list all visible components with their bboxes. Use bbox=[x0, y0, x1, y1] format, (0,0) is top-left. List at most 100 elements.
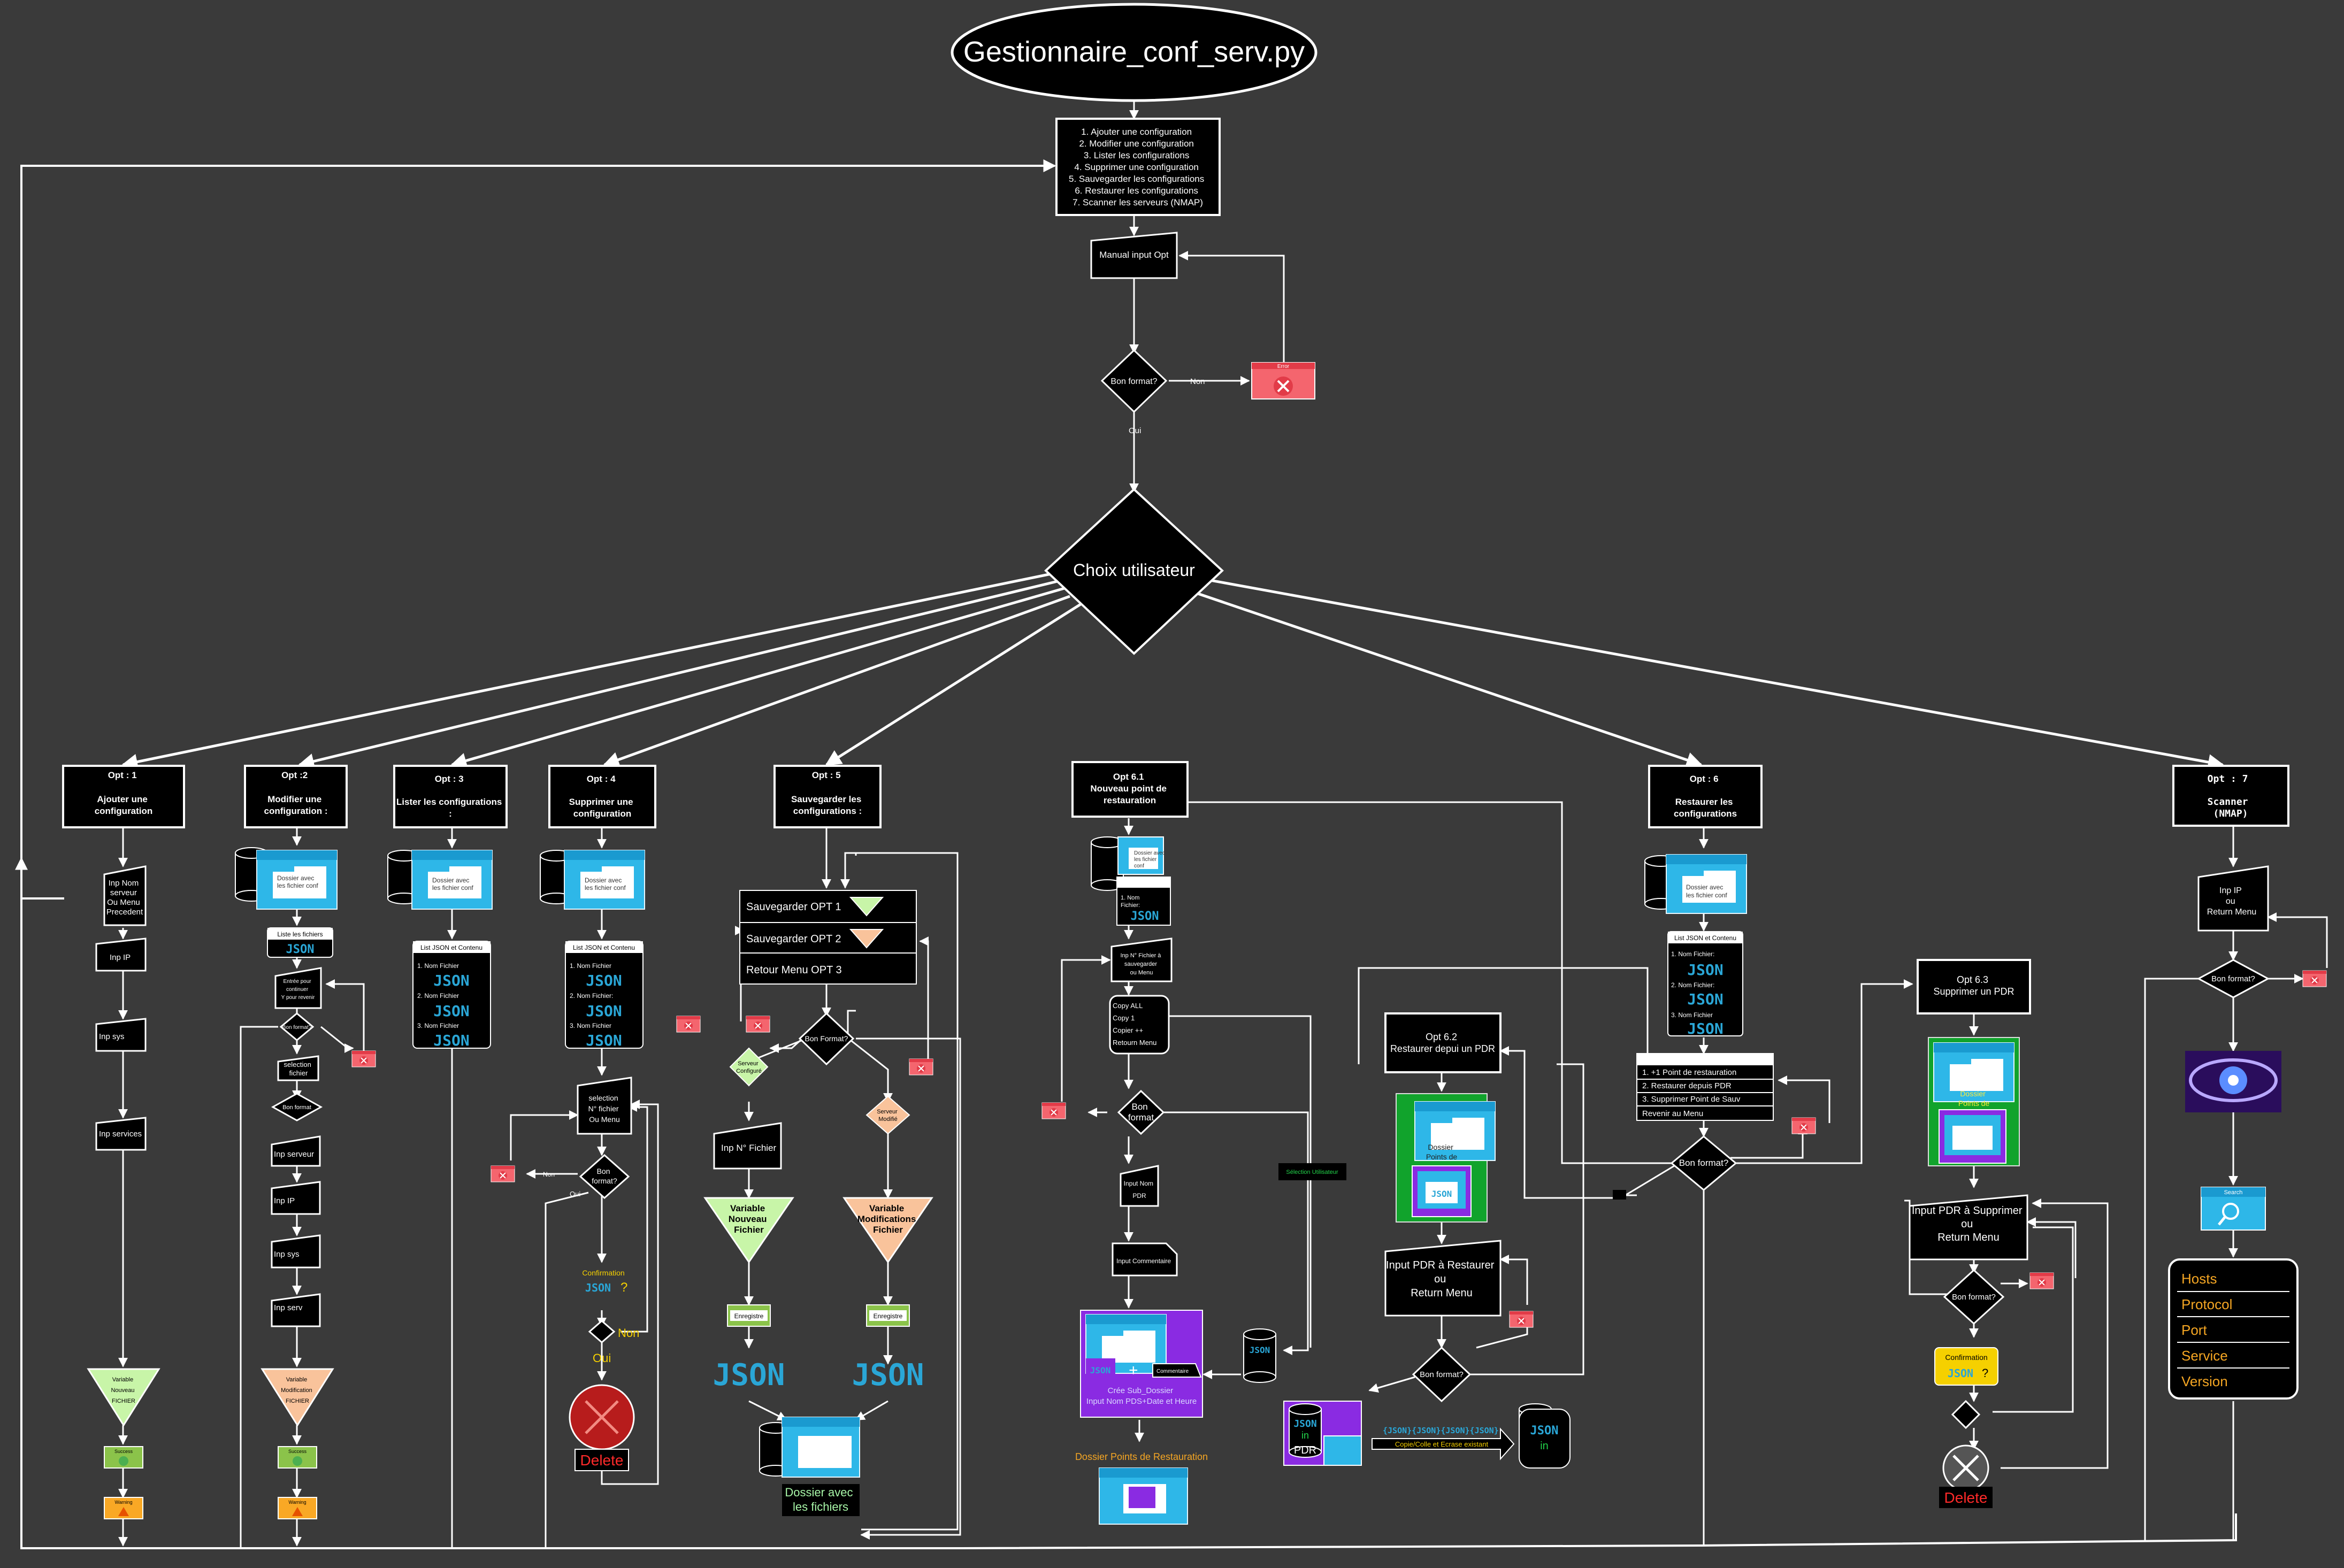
opt5-var-new-3: Fichier bbox=[734, 1225, 764, 1235]
opt62-input-3: Return Menu bbox=[1411, 1287, 1473, 1299]
opt6-file-3: 3. Nom Fichier bbox=[1671, 1011, 1713, 1019]
opt61-file-1: 1. Nom bbox=[1121, 895, 1139, 901]
error-box-main: Error bbox=[1251, 362, 1315, 399]
opt4-json-confirm: JSON bbox=[585, 1281, 611, 1294]
svg-text:Opt : 3 Lister les confi: Opt : 3 Lister les configurations : bbox=[396, 774, 504, 819]
opt1-inp-sys: Inp sys bbox=[99, 1032, 125, 1041]
opt6-header-2: Restaurer les bbox=[1675, 797, 1733, 807]
svg-text:Dossier avec les fichier: Dossier avec les fichier conf bbox=[1686, 883, 1727, 899]
opt63-delete: Delete bbox=[1944, 1489, 1988, 1506]
opt7-header-1: Opt : 7 bbox=[2208, 773, 2248, 785]
opt63-input-1: Input PDR à Supprimer bbox=[1912, 1205, 2023, 1217]
opt63-folder-1: Dossier bbox=[1960, 1089, 1986, 1098]
svg-text:Variable Modification: Variable Modification FICHIER bbox=[281, 1377, 314, 1404]
svg-text:?: ? bbox=[621, 1280, 627, 1295]
check-icon bbox=[119, 1456, 128, 1466]
opt6-menu-4[interactable]: Revenir au Menu bbox=[1642, 1109, 1703, 1118]
opt6-menu-1[interactable]: 1. +1 Point de restauration bbox=[1642, 1068, 1736, 1077]
opt2-sel-1: selection bbox=[284, 1060, 311, 1069]
choice-diamond: Choix utilisateur bbox=[1044, 488, 1224, 655]
opt2-cont-2: continuer bbox=[286, 987, 309, 993]
opt61-inp-2: sauvegarder bbox=[1124, 961, 1157, 967]
svg-text:selection N° fichier: selection N° fichier Ou Menu bbox=[588, 1094, 621, 1124]
opt63-input-2: ou bbox=[1961, 1218, 1973, 1230]
opt61-json-db: JSON bbox=[1250, 1345, 1270, 1355]
opt61-json: JSON bbox=[1131, 910, 1159, 923]
svg-text:Opt 6.1 Nouveau point de: Opt 6.1 Nouveau point de restauration bbox=[1090, 772, 1169, 805]
opt61-create-1: Crée Sub_Dossier bbox=[1108, 1386, 1174, 1395]
opt7-inp-2: ou bbox=[2226, 897, 2235, 906]
opt5-srv-cfg-1: Serveur bbox=[738, 1060, 759, 1067]
opt6-menu-2[interactable]: 2. Restaurer depuis PDR bbox=[1642, 1081, 1732, 1090]
opt2-folder-2: les fichier conf bbox=[277, 882, 318, 889]
opt5-menu-3[interactable]: Retour Menu OPT 3 bbox=[746, 964, 842, 976]
opt2-folder-1: Dossier avec bbox=[277, 874, 314, 882]
opt62-pdr: PDR bbox=[1294, 1444, 1316, 1456]
opt2-cont-1: Entrée pour bbox=[283, 979, 311, 985]
opt4-header-2: Supprimer une bbox=[569, 797, 633, 807]
opt5-menu-1[interactable]: Sauvegarder OPT 1 bbox=[746, 901, 841, 913]
opt6-json-1: JSON bbox=[1687, 961, 1723, 979]
opt61-header-3: restauration bbox=[1104, 795, 1156, 805]
svg-text:Inp Nom serveur Ou: Inp Nom serveur Ou Menu Precedent bbox=[106, 879, 143, 917]
opt6-list-title: List JSON et Contenu bbox=[1674, 934, 1736, 942]
opt6-file-1: 1. Nom Fichier: bbox=[1671, 950, 1714, 958]
opt62-folder-1: Dossier bbox=[1428, 1143, 1453, 1151]
opt61-copy-3: Copier ++ bbox=[1113, 1026, 1143, 1034]
opt5-srv-mod-1: Serveur bbox=[877, 1109, 898, 1115]
opt63-header-2: Supprimer un PDR bbox=[1933, 986, 2014, 997]
svg-text:Inp IP ou Return M: Inp IP ou Return Menu bbox=[2207, 886, 2257, 917]
opt1-var-2: Nouveau bbox=[111, 1387, 134, 1394]
opt61-copy-1: Copy ALL bbox=[1113, 1002, 1143, 1010]
opt5-menu-2[interactable]: Sauvegarder OPT 2 bbox=[746, 933, 841, 945]
opt61-selection-utilisateur: Sélection Utilisateur bbox=[1286, 1169, 1338, 1175]
opt7-result-version: Version bbox=[2181, 1373, 2228, 1389]
svg-text:Dossier avec les fichier: Dossier avec les fichiers bbox=[785, 1486, 856, 1513]
opt6-file-2: 2. Nom Fichier: bbox=[1671, 981, 1714, 989]
opt1-column: Opt : 1 Ajouter une configuration Inp No… bbox=[62, 765, 185, 1519]
opt2-column: Opt :2 Modifier une configuration : Doss… bbox=[235, 765, 376, 1519]
error-label: Error bbox=[1277, 364, 1290, 370]
svg-text:Hosts Protocol Por: Hosts Protocol Port Service Version bbox=[2181, 1271, 2236, 1389]
svg-text:?: ? bbox=[1982, 1366, 1988, 1380]
opt7-header-3: (NMAP) bbox=[2213, 808, 2248, 819]
opt62-header-1: Opt 6.2 bbox=[1426, 1032, 1457, 1042]
opt4-non-label: Non bbox=[543, 1171, 555, 1178]
opt4-confirmation: Confirmation bbox=[582, 1269, 624, 1277]
warning-icon bbox=[118, 1507, 129, 1516]
opt61-header-1: Opt 6.1 bbox=[1113, 772, 1144, 782]
opt7-result-port: Port bbox=[2181, 1322, 2207, 1338]
opt61-commentaire: Commentaire bbox=[1156, 1369, 1189, 1374]
opt2-cont-3: Y pour revenir bbox=[281, 995, 315, 1001]
svg-text:Dossier avec les fichier: Dossier avec les fichier conf bbox=[585, 877, 626, 891]
triangle-green-icon bbox=[849, 897, 884, 917]
opt1-var-1: Variable bbox=[112, 1377, 134, 1383]
opt61-bon-1: Bon bbox=[1132, 1102, 1148, 1112]
svg-text:Opt :2 Modifier une: Opt :2 Modifier une configuration : bbox=[264, 770, 328, 816]
opt61-inp-1: Inp N° Fichier à bbox=[1121, 952, 1162, 959]
opt61-column: Opt 6.1 Nouveau point de restauration Do… bbox=[1041, 761, 1346, 1525]
opt61-file-2: Fichier: bbox=[1121, 902, 1140, 909]
menu-item-2: 2. Modifier une configuration bbox=[1079, 139, 1194, 149]
search-icon bbox=[2222, 1203, 2239, 1220]
opt7-column: Opt : 7 Scanner (NMAP) Inp IP ou Return … bbox=[2168, 765, 2327, 1400]
opt6-header-3: configurations bbox=[1674, 809, 1737, 819]
svg-text:Inp N° Fichier à sauvega: Inp N° Fichier à sauvegarder ou Menu bbox=[1121, 952, 1163, 976]
opt5-folder-2: les fichiers bbox=[793, 1500, 848, 1513]
svg-text:Serveur Configuré: Serveur Configuré bbox=[736, 1060, 762, 1074]
opt61-folder-1: Dossier avec bbox=[1134, 850, 1165, 856]
opt1-inp-services: Inp services bbox=[99, 1129, 142, 1139]
svg-text:Crée Sub_Dossier Input N: Crée Sub_Dossier Input Nom PDS+Date et H… bbox=[1086, 1386, 1197, 1406]
opt62-header-2: Restaurer depui un PDR bbox=[1390, 1043, 1495, 1054]
opt6-folder-1: Dossier avec bbox=[1686, 883, 1723, 891]
opt7-result-hosts: Hosts bbox=[2181, 1271, 2217, 1287]
opt6-menu-3[interactable]: 3. Supprimer Point de Sauv bbox=[1642, 1095, 1741, 1104]
opt7-result-protocol: Protocol bbox=[2181, 1296, 2232, 1312]
opt1-header-2: Ajouter une bbox=[97, 794, 147, 804]
opt5-save-2: Enregistre bbox=[874, 1312, 903, 1320]
opt4-sel-3: Ou Menu bbox=[589, 1115, 620, 1124]
menu-item-6: 6. Restaurer les configurations bbox=[1075, 186, 1198, 196]
manual-input-node: Manual input Opt bbox=[1090, 232, 1178, 279]
opt2-inp-serv: Inp serv bbox=[274, 1303, 303, 1312]
opt61-folder-pdr: Dossier Points de Restauration bbox=[1075, 1451, 1208, 1462]
